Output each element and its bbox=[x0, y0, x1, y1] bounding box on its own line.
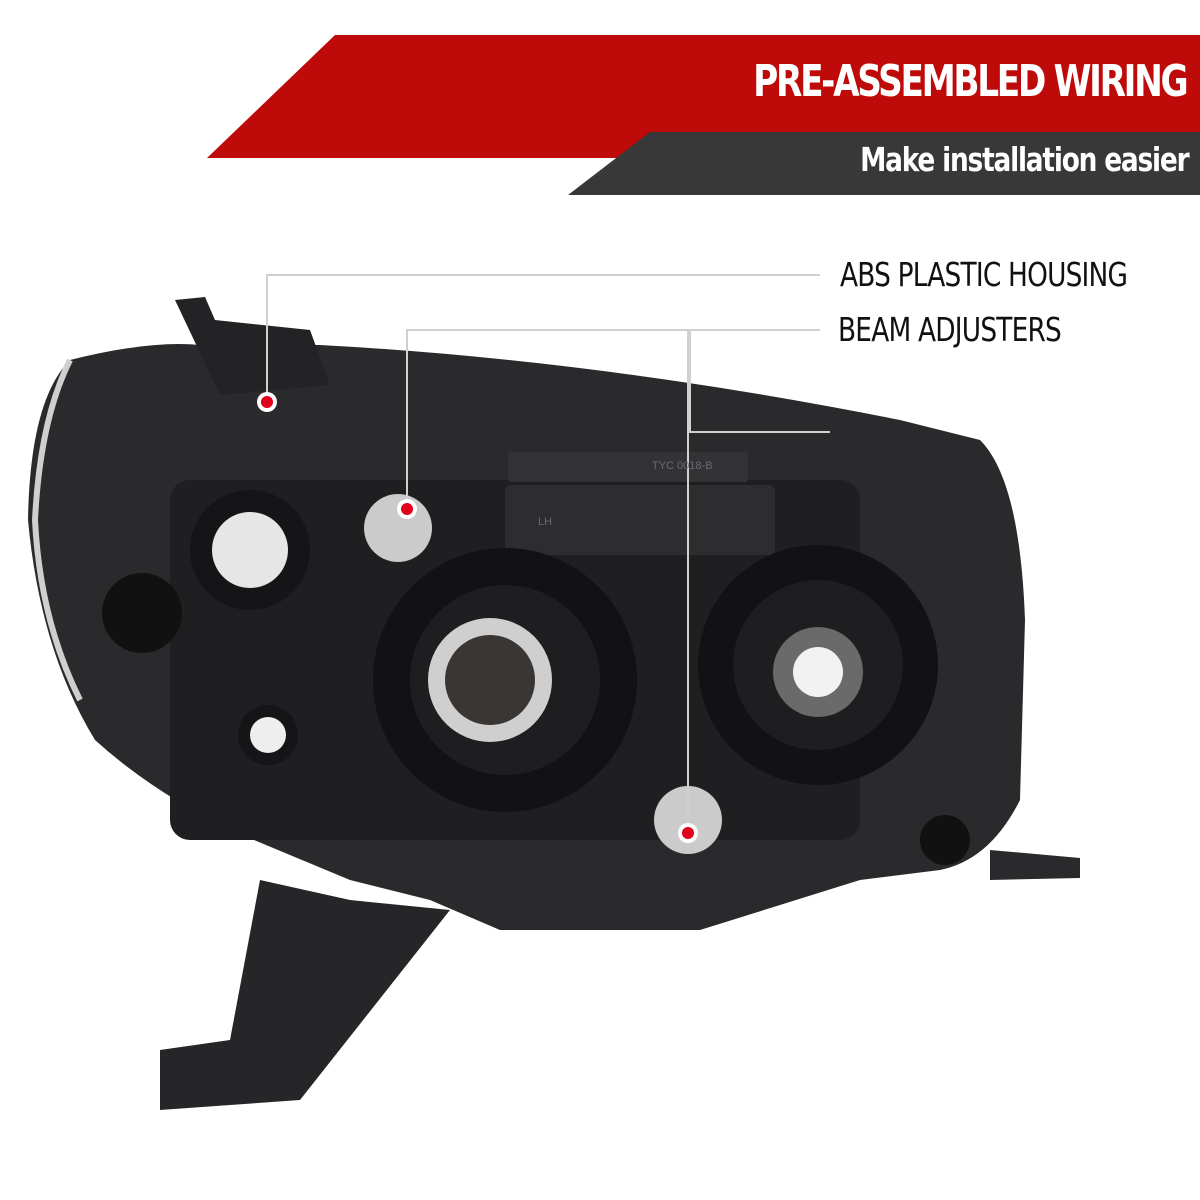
red-band bbox=[207, 35, 1200, 158]
header-banner bbox=[207, 35, 1200, 195]
beam-adjuster-top bbox=[364, 494, 432, 562]
callout-abs-plastic-housing: ABS PLASTIC HOUSING bbox=[840, 255, 1128, 294]
callout-beam-adjusters: BEAM ADJUSTERS bbox=[838, 310, 1062, 349]
banner-subtitle: Make installation easier bbox=[859, 140, 1190, 179]
socket-cap bbox=[212, 512, 288, 588]
housing-marking-part-number: TYC 0018-B bbox=[652, 460, 713, 472]
housing-marking-side: LH bbox=[538, 516, 553, 528]
mounting-bracket bbox=[160, 880, 450, 1110]
leader-lines bbox=[266, 274, 830, 830]
marker-dots bbox=[257, 392, 698, 843]
dark-band bbox=[568, 132, 1200, 195]
banner-title: PRE-ASSEMBLED WIRING bbox=[752, 56, 1188, 107]
